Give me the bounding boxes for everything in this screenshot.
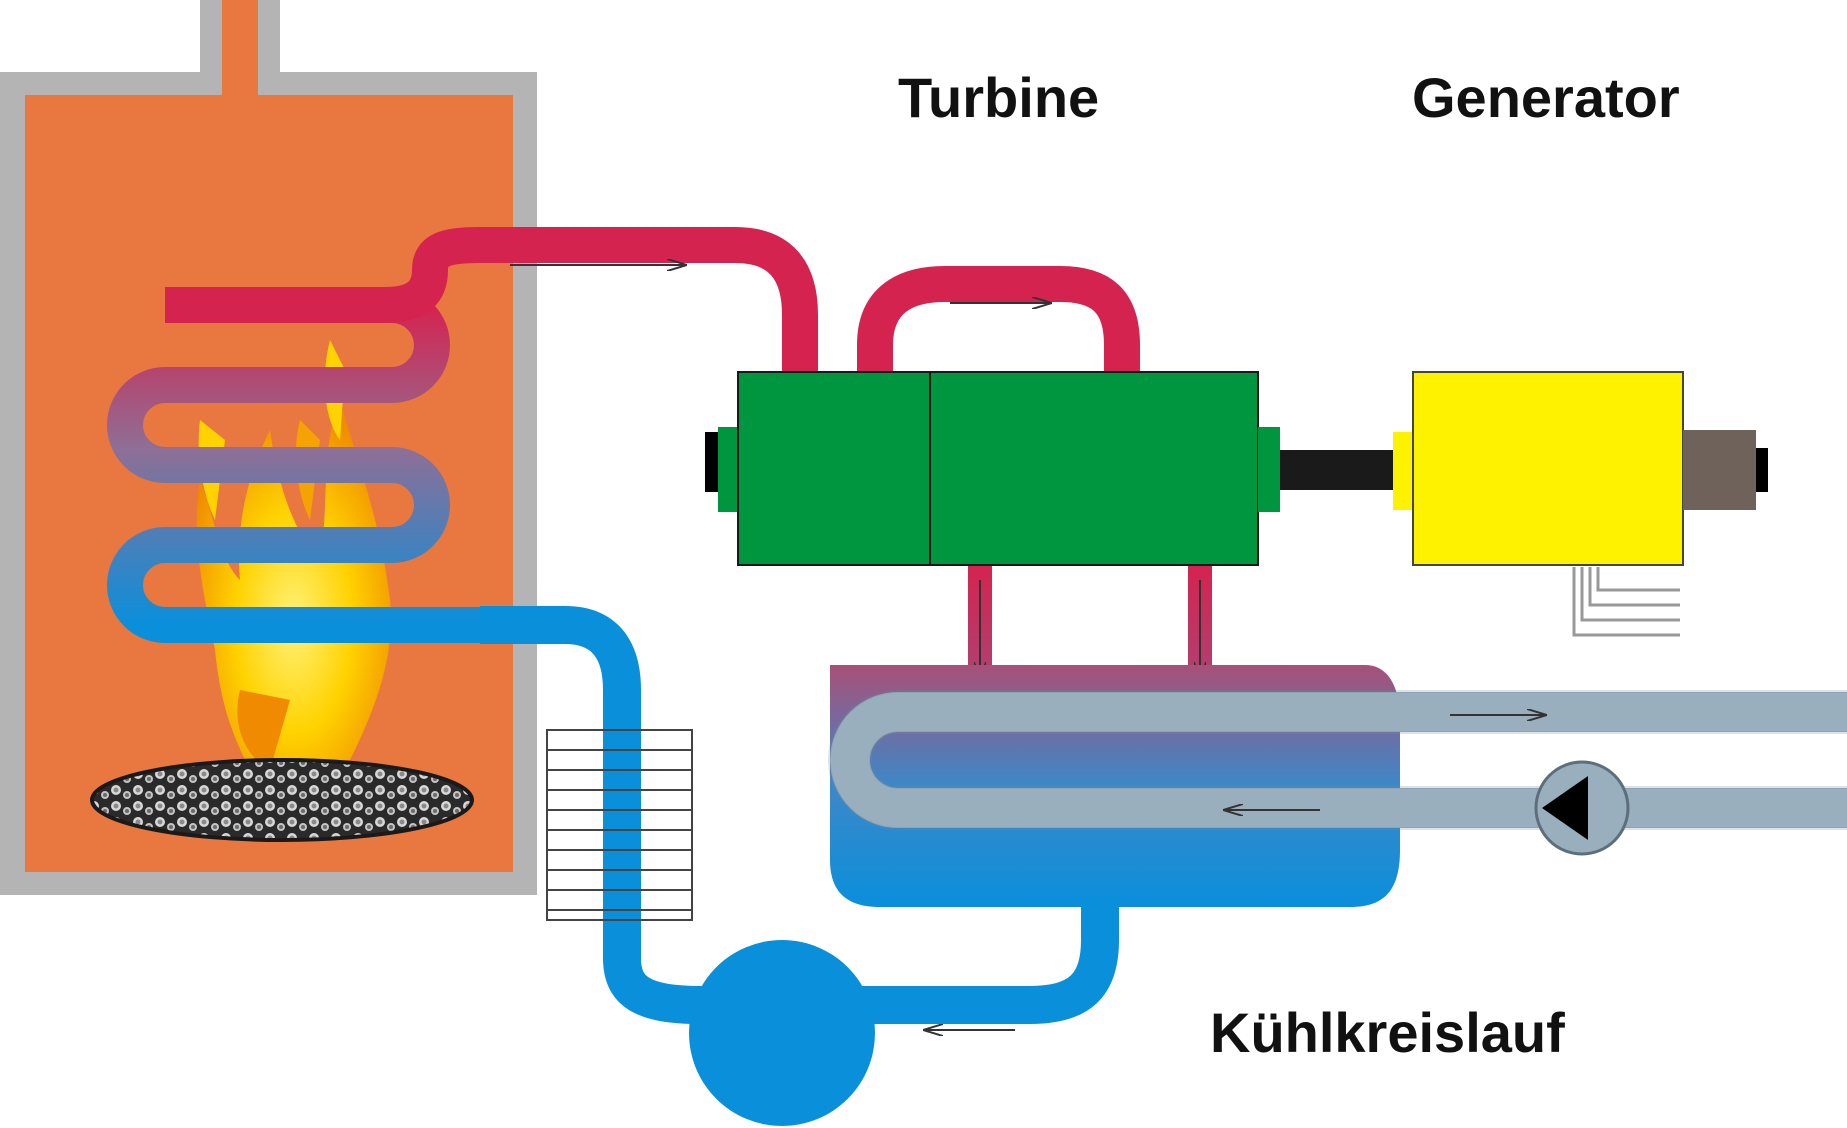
preheater — [546, 729, 693, 921]
main-steam-pipe — [165, 227, 818, 372]
flames-icon — [196, 340, 391, 770]
pump-triangle-icon — [1534, 760, 1630, 856]
feedwater-pipe — [480, 606, 1119, 1024]
turbine-label: Turbine — [898, 66, 1100, 129]
coal-bed — [90, 758, 474, 842]
shaft — [1280, 450, 1395, 490]
feedwater-pump-icon — [689, 940, 875, 1126]
generator-label: Generator — [1412, 66, 1680, 129]
reheat-steam-pipe — [857, 266, 1140, 372]
turbine — [705, 371, 1280, 566]
exhaust-pipes — [968, 565, 1212, 680]
generator — [1393, 371, 1768, 637]
boiler-coil-pipe — [107, 287, 480, 643]
cooling-circuit-label: Kühlkreislauf — [1210, 1001, 1565, 1064]
